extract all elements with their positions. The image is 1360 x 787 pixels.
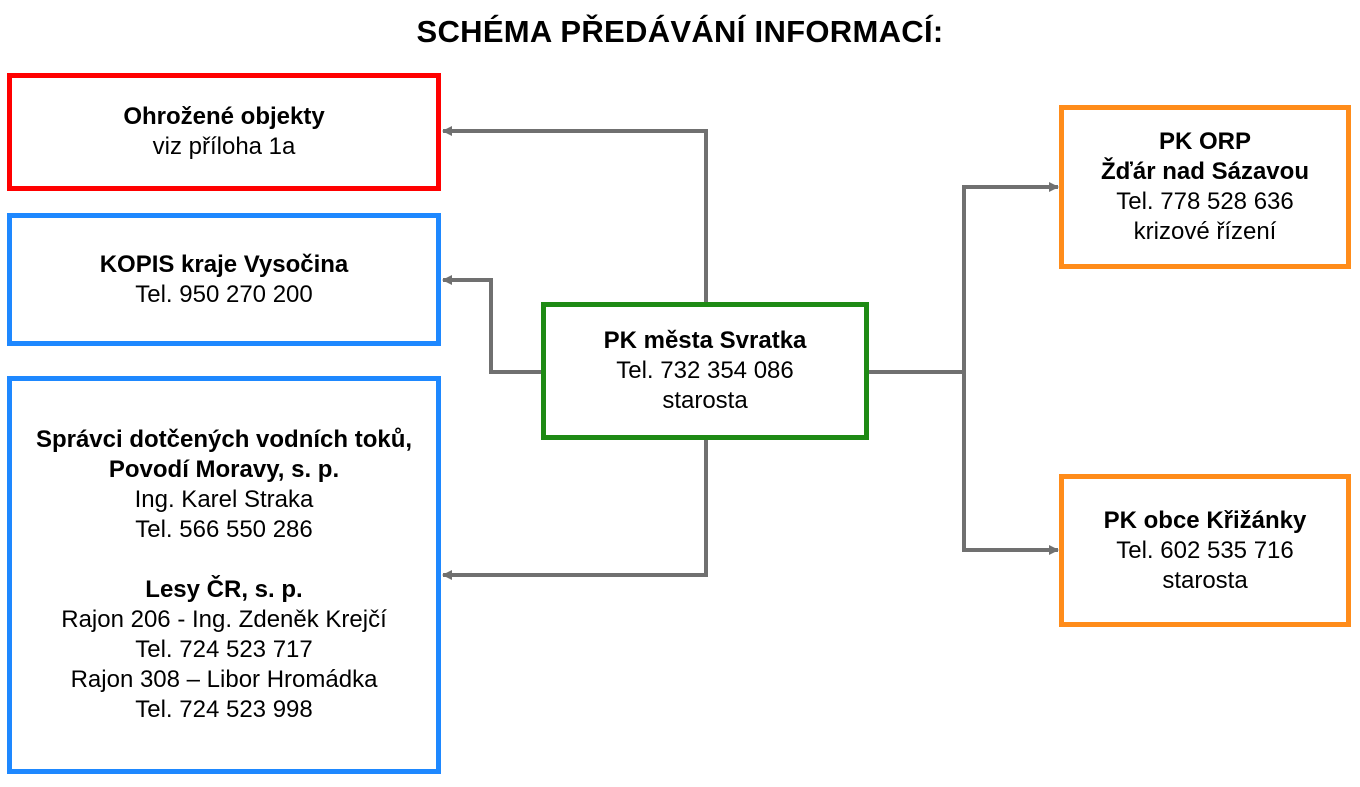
pk-orp-phone: Tel. 778 528 636 [1116, 188, 1294, 215]
forests-rajon-308: Rajon 308 – Libor Hromádka [70, 666, 378, 693]
center-role: starosta [662, 387, 748, 414]
center-title: PK města Svratka [603, 327, 807, 354]
kopis-phone: Tel. 950 270 200 [135, 280, 313, 308]
center-box: PK města Svratka Tel. 732 354 086 staros… [541, 302, 869, 440]
center-phone: Tel. 732 354 086 [616, 357, 794, 384]
arrow-to-water-managers [442, 438, 708, 580]
pk-krizanky-title: PK obce Křižánky [1103, 506, 1307, 534]
pk-krizanky-box: PK obce Křižánky Tel. 602 535 716 staros… [1059, 474, 1351, 627]
kopis-title: KOPIS kraje Vysočina [99, 250, 349, 278]
arrow-to-pk-orp [962, 182, 1059, 372]
forests-rajon-308-phone: Tel. 724 523 998 [135, 696, 313, 723]
pk-krizanky-role: starosta [1162, 566, 1248, 594]
forests-title: Lesy ČR, s. p. [145, 576, 303, 603]
arrow-to-threatened-objects [442, 126, 708, 303]
threatened-objects-box: Ohrožené objekty viz příloha 1a [7, 73, 441, 191]
water-managers-title-line1: Správci dotčených vodních toků, [35, 426, 413, 453]
pk-orp-title-line2: Žďár nad Sázavou [1101, 158, 1309, 185]
water-managers-contact-person: Ing. Karel Straka [134, 486, 314, 513]
forests-rajon-206: Rajon 206 - Ing. Zdeněk Krejčí [61, 606, 387, 633]
pk-krizanky-phone: Tel. 602 535 716 [1116, 536, 1294, 564]
pk-orp-box: PK ORP Žďár nad Sázavou Tel. 778 528 636… [1059, 105, 1351, 269]
pk-orp-role: krizové řízení [1133, 218, 1277, 245]
water-managers-phone: Tel. 566 550 286 [135, 516, 313, 543]
arrow-to-kopis [442, 275, 543, 374]
forests-rajon-206-phone: Tel. 724 523 717 [135, 636, 313, 663]
threatened-objects-note: viz příloha 1a [152, 133, 296, 160]
arrow-to-pk-krizanky [962, 372, 1059, 555]
water-managers-box: Správci dotčených vodních toků, Povodí M… [7, 376, 441, 774]
kopis-box: KOPIS kraje Vysočina Tel. 950 270 200 [7, 213, 441, 346]
water-managers-title-line2: Povodí Moravy, s. p. [108, 456, 340, 483]
pk-orp-title-line1: PK ORP [1158, 128, 1251, 155]
threatened-objects-title: Ohrožené objekty [123, 103, 325, 130]
diagram-title: SCHÉMA PŘEDÁVÁNÍ INFORMACÍ: [416, 14, 944, 49]
